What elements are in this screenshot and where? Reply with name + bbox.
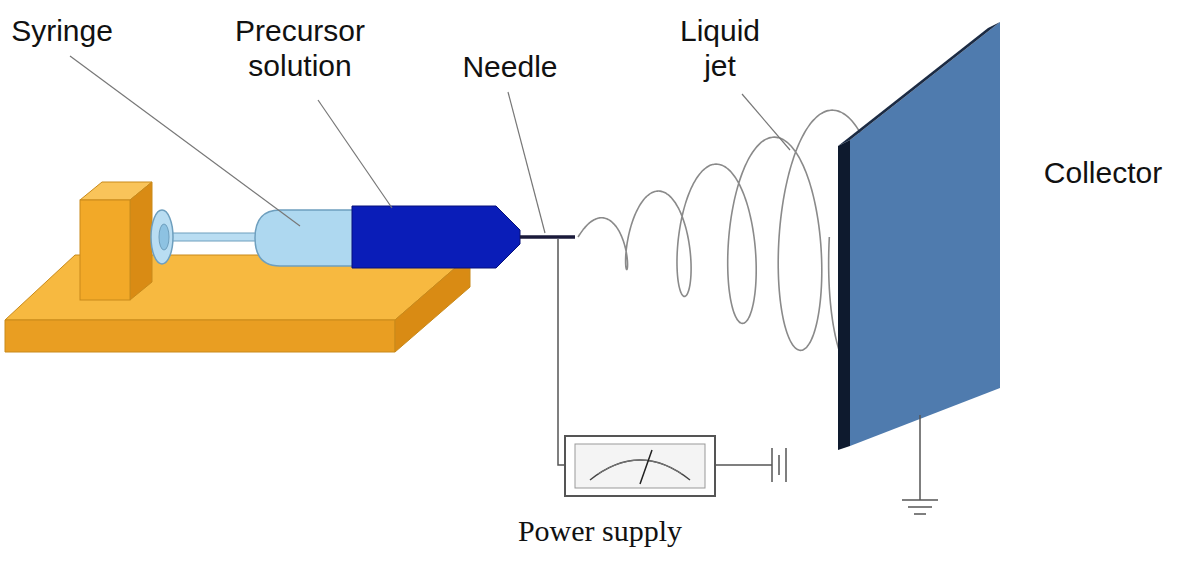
- needle: [520, 235, 575, 239]
- syringe-plunger: [151, 210, 258, 264]
- part-label: Needle: [440, 50, 580, 85]
- ground-symbol: [902, 500, 938, 514]
- pump-base: [5, 255, 470, 352]
- part-label: Collector: [1010, 156, 1196, 191]
- leader-lines: [70, 56, 790, 233]
- part-label: Precursor solution: [200, 14, 400, 83]
- part-label: Liquid jet: [660, 14, 780, 83]
- battery-symbol: [772, 448, 786, 482]
- pump-upright: [80, 182, 152, 300]
- wires: [558, 239, 920, 500]
- collector-plate: [838, 22, 1000, 450]
- part-label: Syringe: [2, 14, 122, 49]
- syringe-barrel: [255, 206, 520, 268]
- part-label: Power supply: [440, 514, 760, 549]
- power-supply-meter: [565, 436, 715, 496]
